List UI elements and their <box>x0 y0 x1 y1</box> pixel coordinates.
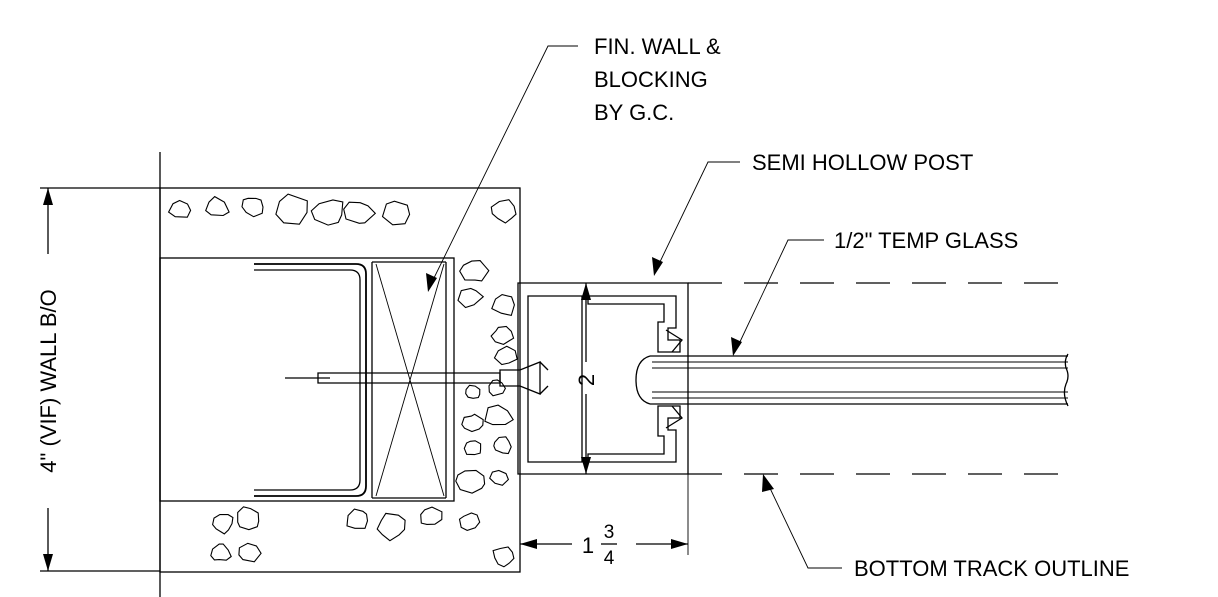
bottom-track-outline <box>688 282 1078 475</box>
metal-stud-channel <box>159 257 455 502</box>
dimension-post-width: 2 <box>572 282 600 475</box>
semi-hollow-post-label: SEMI HOLLOW POST <box>752 150 973 175</box>
offset-denominator: 4 <box>604 548 615 569</box>
tempered-glass-panel <box>635 353 1069 407</box>
wall-rock-hatch <box>167 193 518 568</box>
wall-bo-label: 4" (VIF) WALL B/O <box>36 289 61 472</box>
dimension-offset: 1 3 4 <box>519 474 689 569</box>
leader-semi-hollow-post <box>652 161 740 276</box>
temp-glass-label: 1/2" TEMP GLASS <box>834 228 1018 253</box>
fin-wall-label-line3: BY G.C. <box>594 100 674 125</box>
leader-bottom-track <box>762 474 842 569</box>
fin-wall-label-line1: FIN. WALL & <box>594 34 721 59</box>
blocking-cross <box>375 263 445 497</box>
semi-hollow-post <box>517 282 689 475</box>
wood-screw <box>285 361 549 395</box>
leader-temp-glass <box>731 239 824 356</box>
fin-wall-label-line2: BLOCKING <box>594 67 708 92</box>
bottom-track-label: BOTTOM TRACK OUTLINE <box>854 556 1129 581</box>
offset-whole: 1 <box>582 533 594 558</box>
offset-numerator: 3 <box>604 522 615 543</box>
post-width-value: 2 <box>574 374 599 386</box>
dimension-wall-bo: 4" (VIF) WALL B/O <box>36 188 61 571</box>
leader-fin-wall <box>426 45 578 292</box>
